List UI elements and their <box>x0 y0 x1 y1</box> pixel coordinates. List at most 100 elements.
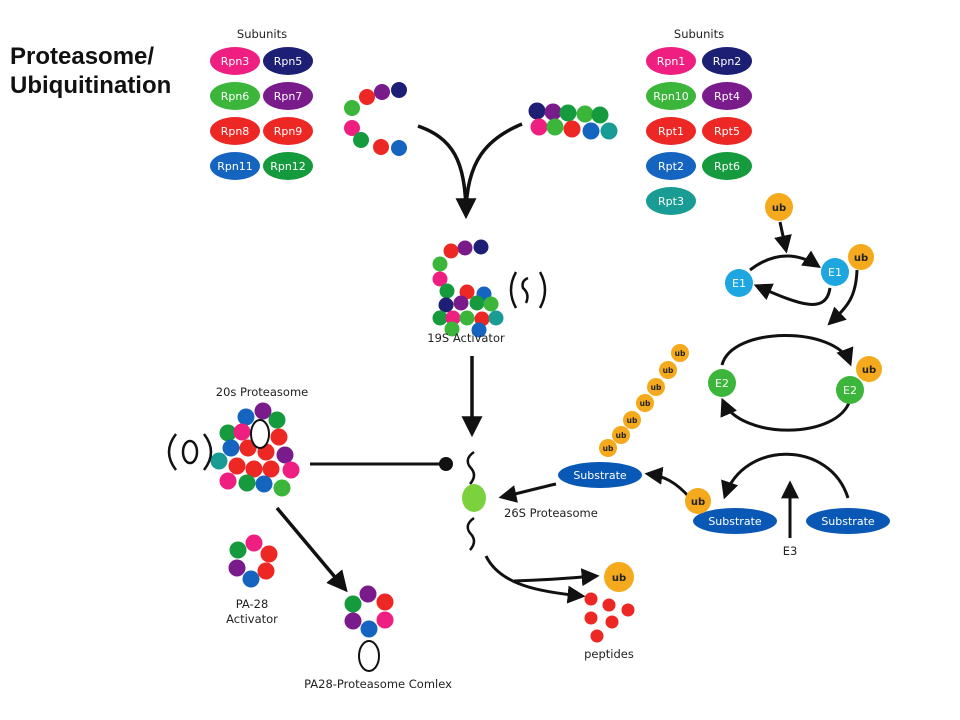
released-ubiquitin-label: ub <box>612 573 626 584</box>
pa28-label-line1: PA-28 <box>236 597 269 611</box>
polyubiquitin-6-label: ub <box>663 366 674 375</box>
e1-enzyme-left: E1 <box>725 269 753 297</box>
subunit-right-rpn10: Rpn10 <box>646 82 696 110</box>
e2-upper-arc <box>720 334 854 367</box>
substrate-monoubiquitinated-label: Substrate <box>708 515 762 528</box>
19s-subunit-4 <box>432 256 448 272</box>
pa28-complex-subunit-6 <box>360 620 378 638</box>
subunit-right-rpn1: Rpn1 <box>646 47 696 75</box>
pa28-subunit-5 <box>257 562 275 580</box>
19s-subunit-15 <box>459 310 475 326</box>
lid-subunit-7 <box>373 139 389 155</box>
subunit-right-rpt3: Rpt3 <box>646 187 696 215</box>
e1-enzyme-left-label: E1 <box>732 277 746 290</box>
20s-subunit-4 <box>219 424 237 442</box>
substrate-polyubiquitinated-label: Substrate <box>573 469 627 482</box>
e1-return-arrow <box>753 283 832 306</box>
20s-subunit-16 <box>219 472 237 490</box>
e1-transfer-arrow <box>749 250 821 272</box>
19s-subunit-17 <box>488 310 504 326</box>
subunit-right-rpt1-label: Rpt1 <box>658 125 684 138</box>
ubiquitination-cycle-arrows <box>498 221 859 538</box>
ubiquitin-on-e1-label: ub <box>854 253 868 264</box>
ub-to-e1-arrow <box>774 221 792 254</box>
subunit-left-rpn12-shape <box>263 152 313 180</box>
base-subunit-9 <box>582 122 600 140</box>
subunit-right-rpt4: Rpt4 <box>702 82 752 110</box>
26s-proteasome-core <box>462 484 486 512</box>
20s-subunit-19 <box>273 479 291 497</box>
peptides-label: peptides <box>584 647 634 661</box>
base-subunit-4 <box>576 105 594 123</box>
base-subunit-1 <box>528 102 546 120</box>
subunit-left-rpn11-label: Rpn11 <box>217 160 253 173</box>
base-subunit-cluster <box>528 102 618 140</box>
e1-enzyme-right: E1 <box>821 258 849 286</box>
lid-subunit-8 <box>391 140 407 156</box>
19s-subunit-18 <box>444 321 460 337</box>
base-subunit-3 <box>559 104 577 122</box>
subunit-left-rpn9-shape <box>263 117 313 145</box>
lid-subunit-5 <box>344 120 360 136</box>
pa28-complex-subunit-4 <box>344 612 362 630</box>
subunit-left-rpn12-label: Rpn12 <box>270 160 306 173</box>
e2-enzyme-right: E2 <box>836 376 864 404</box>
ubiquitin-on-e2-label: ub <box>862 365 876 376</box>
peptide-subunit-5 <box>605 615 619 629</box>
e2-enzyme-right-label: E2 <box>843 384 857 397</box>
peptide-subunit-2 <box>602 598 616 612</box>
20s-subunit-3 <box>268 411 286 429</box>
subunit-right-rpt4-shape <box>702 82 752 110</box>
subunit-right-rpn10-shape <box>646 82 696 110</box>
polyubiquitin-6: ub <box>659 361 677 379</box>
20s-subunit-11 <box>210 452 228 470</box>
20s-proteasome-cluster <box>210 402 300 497</box>
subunit-left-rpn9: Rpn9 <box>263 117 313 145</box>
lid-subunit-2 <box>374 84 390 100</box>
subunit-right-rpt2-label: Rpt2 <box>658 160 684 173</box>
subunit-right-rpt5-shape <box>702 117 752 145</box>
subunit-right-rpt2-shape <box>646 152 696 180</box>
20s-proteasome-core-ellipse <box>250 419 270 449</box>
26s-proteasome-label: 26S Proteasome <box>504 506 598 520</box>
subunit-left-rpn11-shape <box>210 152 260 180</box>
subunit-right-rpt1: Rpt1 <box>646 117 696 145</box>
ubiquitin-on-substrate: ub <box>685 488 711 514</box>
subunit-left-rpn5: Rpn5 <box>263 47 313 75</box>
pa28-activator-cluster <box>228 534 278 588</box>
subunit-right-rpn1-shape <box>646 47 696 75</box>
subunit-right-rpt6: Rpt6 <box>702 152 752 180</box>
19s-subunit-9 <box>438 297 454 313</box>
20s-subunit-2 <box>237 408 255 426</box>
lid-subunit-1 <box>391 82 407 98</box>
lid-subunit-3 <box>359 89 375 105</box>
subunit-right-rpt6-shape <box>702 152 752 180</box>
subunit-right-rpt4-label: Rpt4 <box>714 90 740 103</box>
subunit-left-rpn3: Rpn3 <box>210 47 260 75</box>
pa28-complex-subunit-3 <box>376 593 394 611</box>
subunit-right-rpt3-shape <box>646 187 696 215</box>
pa28-subunit-1 <box>245 534 263 552</box>
e2-enzyme-left-label: E2 <box>715 377 729 390</box>
polyubiquitin-2-label: ub <box>616 431 627 440</box>
20s-subunit-8 <box>239 439 257 457</box>
subunit-left-rpn3-label: Rpn3 <box>221 55 250 68</box>
polyubiquitin-2: ub <box>612 426 630 444</box>
19s-subunit-2 <box>457 240 473 256</box>
subunit-left-rpn6-label: Rpn6 <box>221 90 250 103</box>
19s-activator-cluster <box>432 239 504 338</box>
lid-subunit-6 <box>353 132 369 148</box>
subunit-left-rpn5-shape <box>263 47 313 75</box>
peptides-cluster <box>584 592 635 643</box>
20s-subunit-1 <box>254 402 272 420</box>
subunit-left-rpn8-label: Rpn8 <box>221 125 250 138</box>
polyubiquitin-1: ub <box>599 439 617 457</box>
19s-activator-label: 19S Activator <box>427 331 505 345</box>
e3-lower-left-arc <box>721 452 850 500</box>
polyubiquitin-1-label: ub <box>603 444 614 453</box>
20s-binding-dot <box>439 457 453 471</box>
ubiquitin-on-e2: ub <box>856 356 882 382</box>
substrate-free: Substrate <box>806 508 890 534</box>
